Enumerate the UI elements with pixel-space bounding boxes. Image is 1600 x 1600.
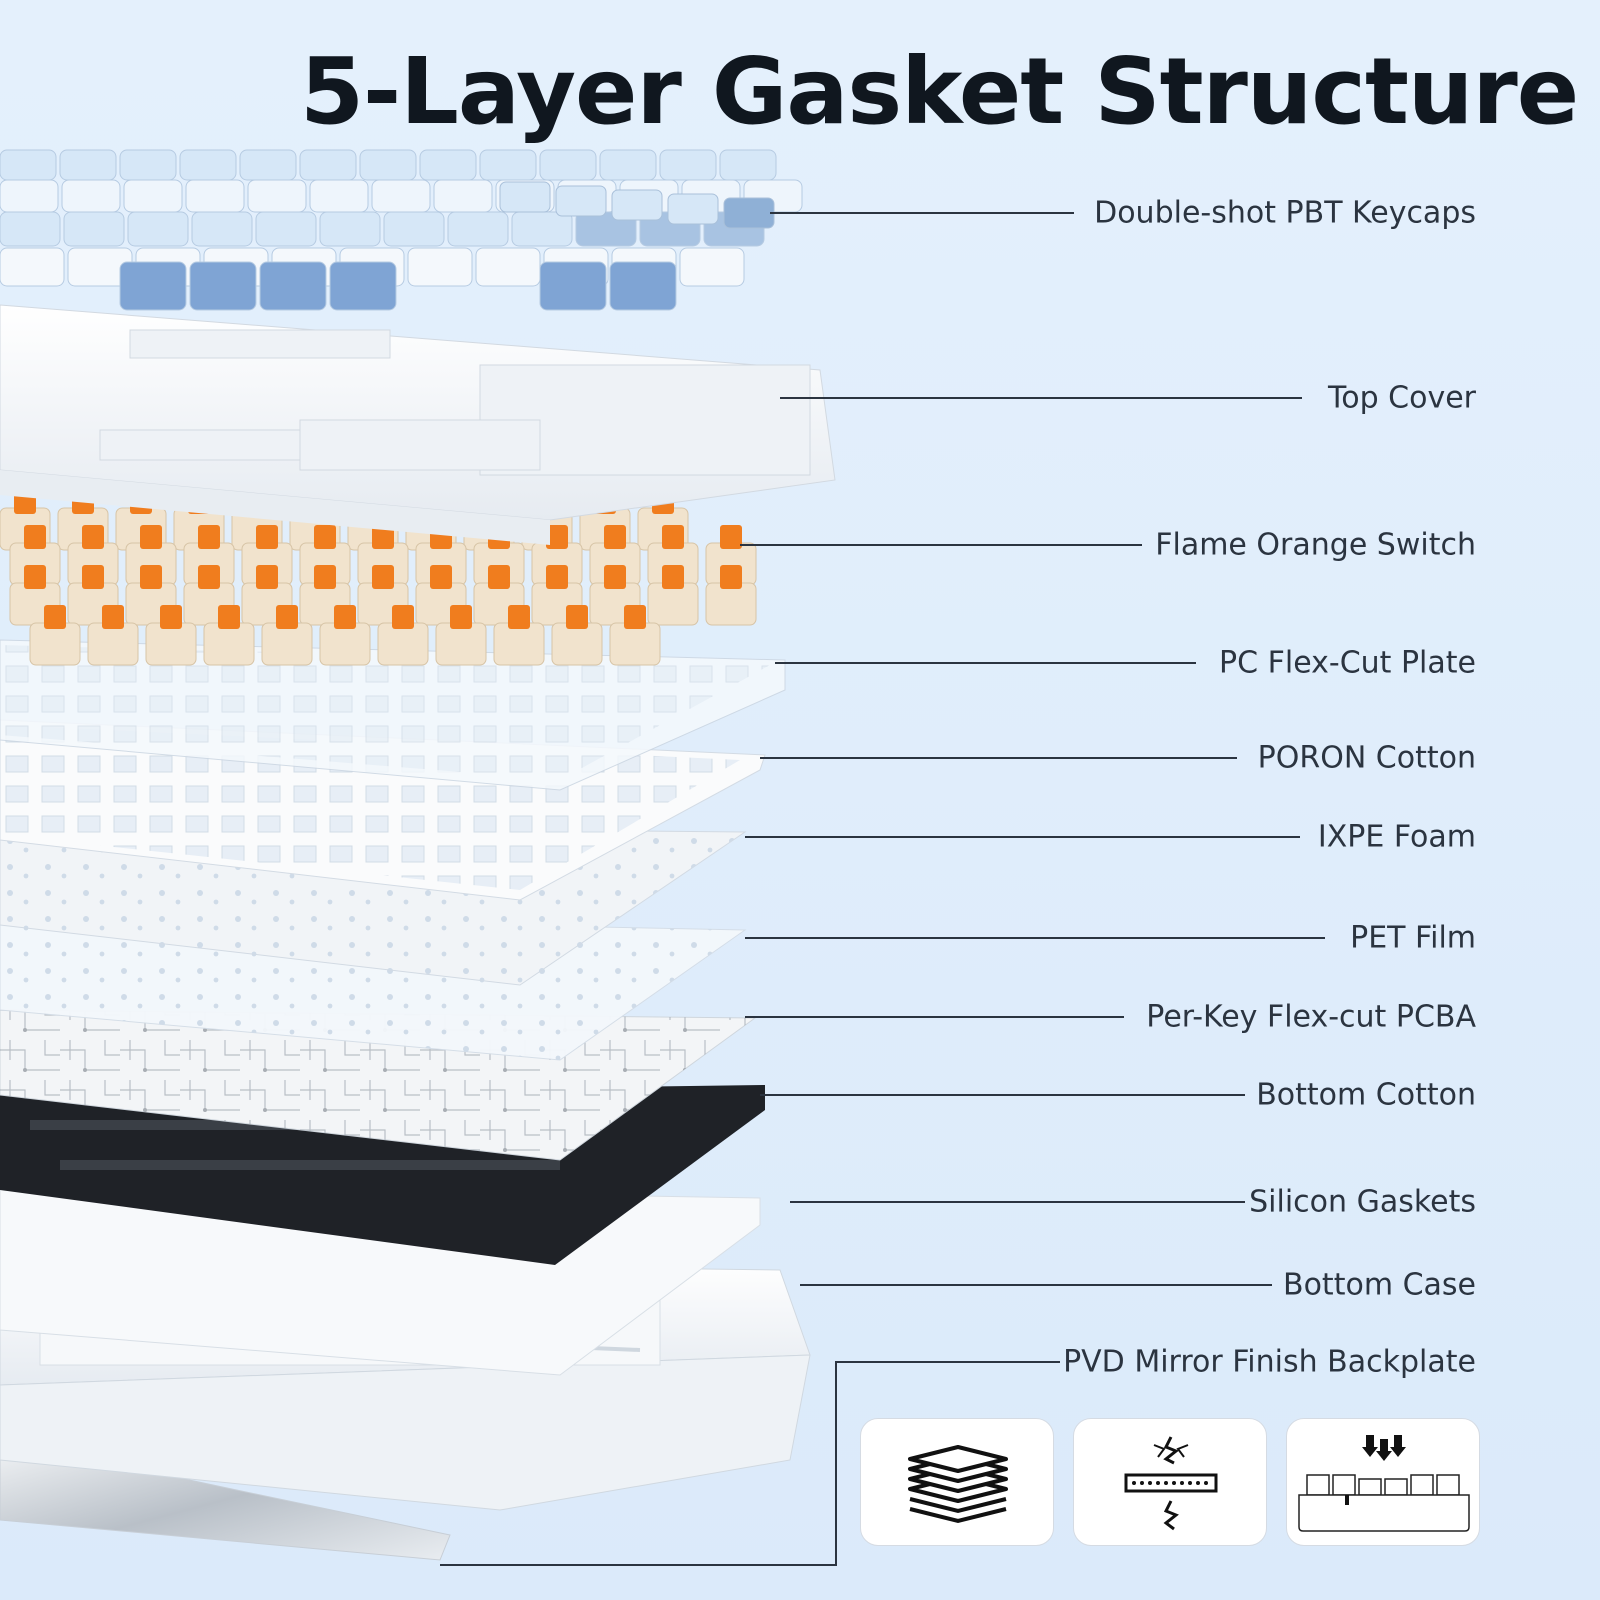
switch-icon xyxy=(241,525,293,586)
keycap-icon xyxy=(383,211,445,247)
keycap-icon xyxy=(0,247,65,287)
keycap-icon xyxy=(255,211,317,247)
keycap-icon xyxy=(719,149,777,181)
top-cover-layer xyxy=(0,304,836,545)
keycap-icon xyxy=(239,149,297,181)
keycap-icon xyxy=(185,179,245,213)
label-bottom-case: Bottom Case xyxy=(1283,1267,1476,1303)
keycap-icon xyxy=(0,211,61,247)
keycap-icon xyxy=(179,149,237,181)
switch-icon xyxy=(609,605,661,666)
keycap-icon xyxy=(499,181,551,213)
keycap-icon xyxy=(667,193,719,225)
keycap-icon xyxy=(723,197,775,229)
keycap-icon xyxy=(433,179,493,213)
switch-icon xyxy=(87,605,139,666)
keycap-icon xyxy=(123,179,183,213)
keycap-icon xyxy=(679,247,745,287)
keycap-icon xyxy=(59,149,117,181)
keycap-icon xyxy=(611,189,663,221)
switch-icon xyxy=(183,525,235,586)
switch-icon xyxy=(493,605,545,666)
keycap-icon xyxy=(659,149,717,181)
switch-icon xyxy=(551,605,603,666)
leader-lines xyxy=(440,212,1325,1566)
label-switch: Flame Orange Switch xyxy=(1155,527,1476,563)
keycap-icon xyxy=(191,211,253,247)
switch-icon xyxy=(261,605,313,666)
keycap-icon xyxy=(127,211,189,247)
page-title: 5-Layer Gasket Structure xyxy=(300,38,1579,145)
feature-card-layers xyxy=(860,1418,1054,1546)
keycap-icon xyxy=(447,211,509,247)
switch-icon xyxy=(203,605,255,666)
keycap-icon xyxy=(119,261,187,311)
keyboard-press-icon xyxy=(1298,1435,1470,1532)
switch-icon xyxy=(647,565,699,626)
label-plate: PC Flex-Cut Plate xyxy=(1219,645,1476,681)
switch-icon xyxy=(29,605,81,666)
switch-icon xyxy=(125,525,177,586)
keycap-icon xyxy=(63,211,125,247)
switch-icon xyxy=(705,565,757,626)
keycap-icon xyxy=(407,247,473,287)
keycap-icon xyxy=(419,149,477,181)
keycap-icon xyxy=(479,149,537,181)
keycap-icon xyxy=(359,149,417,181)
keycap-icon xyxy=(189,261,257,311)
keycap-icon xyxy=(309,179,369,213)
switch-icon xyxy=(319,605,371,666)
keycap-icon xyxy=(555,185,607,217)
keycap-icon xyxy=(61,179,121,213)
keycap-icon xyxy=(299,149,357,181)
label-top-cover: Top Cover xyxy=(1327,380,1476,416)
keycap-icon xyxy=(539,261,607,311)
keycap-icon xyxy=(539,149,597,181)
label-bottom-cotton: Bottom Cotton xyxy=(1256,1077,1476,1113)
layers-icon xyxy=(908,1445,1008,1524)
switch-icon xyxy=(145,605,197,666)
feature-card-keypress xyxy=(1286,1418,1480,1546)
keycap-icon xyxy=(0,179,59,213)
label-pet-film: PET Film xyxy=(1350,920,1476,956)
switch-icon xyxy=(377,605,429,666)
keycap-icon xyxy=(119,149,177,181)
label-keycaps: Double-shot PBT Keycaps xyxy=(1094,195,1476,231)
keycap-icon xyxy=(247,179,307,213)
keycap-icon xyxy=(259,261,327,311)
keycap-icon xyxy=(609,261,677,311)
switch-icon xyxy=(589,525,641,586)
label-ixpe-foam: IXPE Foam xyxy=(1317,819,1476,855)
pc-plate-layer xyxy=(0,639,786,791)
switch-icon xyxy=(357,525,409,586)
keycap-icon xyxy=(319,211,381,247)
switch-icon xyxy=(647,525,699,586)
switch-icon xyxy=(435,605,487,666)
label-backplate: PVD Mirror Finish Backplate xyxy=(1063,1344,1476,1380)
label-poron-cotton: PORON Cotton xyxy=(1257,740,1476,776)
label-silicon-gaskets: Silicon Gaskets xyxy=(1249,1184,1476,1220)
switch-icon xyxy=(705,525,757,586)
switch-icon xyxy=(531,525,583,586)
keycap-icon xyxy=(475,247,541,287)
vibration-dampening-icon xyxy=(1124,1436,1218,1531)
keycap-icon xyxy=(329,261,397,311)
keycap-icon xyxy=(511,211,573,247)
keycap-icon xyxy=(0,149,57,181)
keycaps-layer xyxy=(0,149,803,311)
label-pcba: Per-Key Flex-cut PCBA xyxy=(1146,999,1476,1035)
keycap-icon xyxy=(371,179,431,213)
feature-card-dampening xyxy=(1073,1418,1267,1546)
keycap-icon xyxy=(599,149,657,181)
switch-icon xyxy=(9,525,61,586)
